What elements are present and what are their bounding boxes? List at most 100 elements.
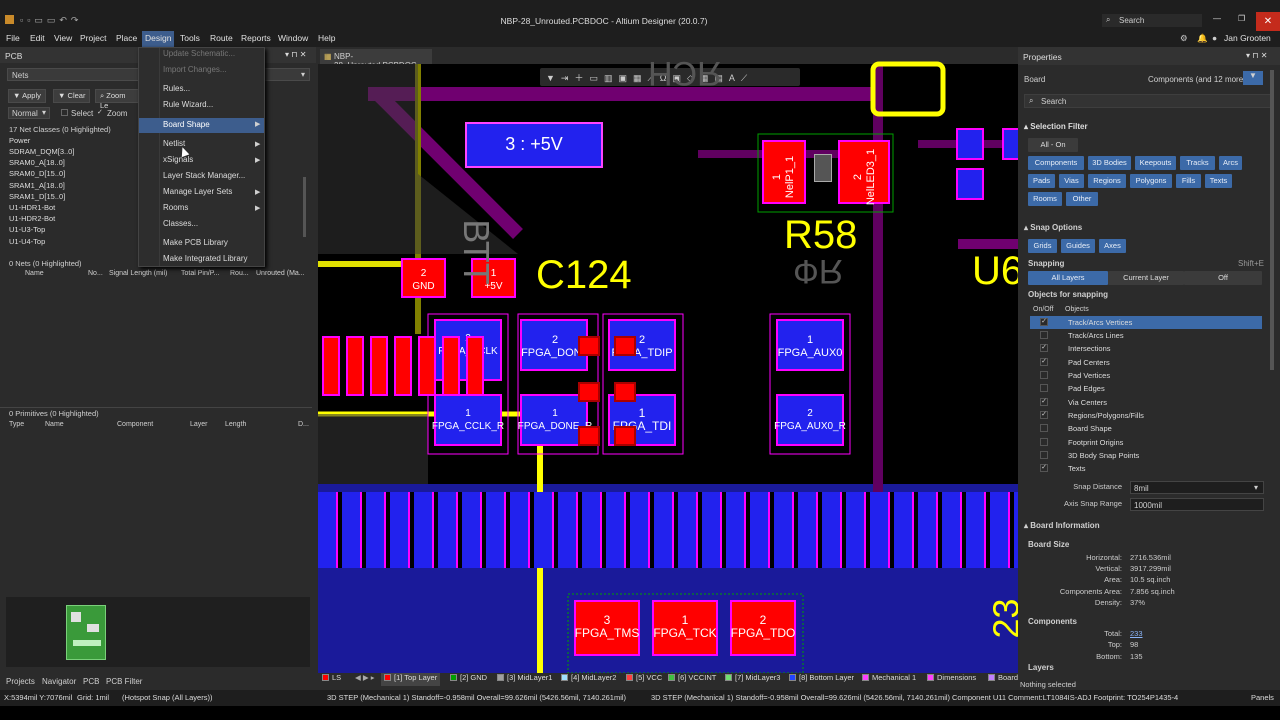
smd-pad[interactable] bbox=[578, 426, 600, 446]
menu-tools[interactable]: Tools bbox=[180, 33, 200, 43]
smd-pad[interactable] bbox=[614, 336, 636, 356]
col-layer[interactable]: Layer bbox=[190, 421, 208, 428]
col-total-pin[interactable]: Total Pin/P... bbox=[181, 270, 220, 277]
snap-row[interactable]: Pad Edges bbox=[1030, 382, 1262, 395]
selection-filter-section[interactable]: ▴ Selection Filter bbox=[1024, 122, 1088, 131]
smd-pad[interactable] bbox=[394, 336, 412, 396]
snap-checkbox[interactable] bbox=[1040, 451, 1048, 459]
connector-pin-row[interactable] bbox=[318, 492, 1018, 568]
list-item[interactable]: U1-HDR1-Bot bbox=[9, 203, 56, 212]
list-item[interactable]: U1-U4-Top bbox=[9, 237, 46, 246]
minimize-button[interactable]: — bbox=[1213, 14, 1221, 23]
status-grid[interactable]: Grid: 1mil bbox=[77, 693, 110, 702]
col-d[interactable]: D... bbox=[298, 421, 309, 428]
menu-view[interactable]: View bbox=[54, 33, 73, 43]
pad-fpga-tdip[interactable] bbox=[608, 319, 676, 371]
smd-pad[interactable] bbox=[466, 336, 484, 396]
global-search-input[interactable]: ⌕ Search bbox=[1102, 14, 1202, 27]
filter-arcs[interactable]: Arcs bbox=[1219, 156, 1242, 170]
tab-pcb-filter[interactable]: PCB Filter bbox=[106, 677, 143, 686]
smd-pad[interactable] bbox=[322, 336, 340, 396]
menu-route[interactable]: Route bbox=[210, 33, 233, 43]
menu-update-schematic[interactable]: Update Schematic... bbox=[163, 49, 236, 58]
panels-button[interactable]: Panels bbox=[1251, 693, 1274, 702]
filter-polygons[interactable]: Polygons bbox=[1130, 174, 1172, 188]
close-button[interactable]: ✕ bbox=[1256, 12, 1280, 31]
menu-manage-layer-sets[interactable]: Manage Layer Sets bbox=[163, 187, 233, 196]
pad-nelled3[interactable] bbox=[838, 140, 890, 204]
pad-fpga-aux0[interactable] bbox=[776, 319, 844, 371]
snap-checkbox[interactable]: ✓ bbox=[1040, 464, 1048, 472]
menu-file[interactable]: File bbox=[6, 33, 20, 43]
pad-5v-small[interactable] bbox=[471, 258, 516, 298]
snap-checkbox[interactable]: ✓ bbox=[1040, 411, 1048, 419]
list-item[interactable]: SRAM1_A[18..0] bbox=[9, 181, 65, 190]
pad-gnd[interactable] bbox=[401, 258, 446, 298]
menu-make-integrated-library[interactable]: Make Integrated Library bbox=[163, 254, 248, 263]
snap-checkbox[interactable] bbox=[1040, 331, 1048, 339]
menu-rooms[interactable]: Rooms bbox=[163, 203, 189, 212]
filter-fills[interactable]: Fills bbox=[1176, 174, 1201, 188]
menu-project[interactable]: Project bbox=[80, 33, 107, 43]
layer-tab-bottom[interactable]: [8] Bottom Layer bbox=[789, 673, 854, 686]
filter-texts[interactable]: Texts bbox=[1205, 174, 1232, 188]
list-item[interactable]: U1-U3-Top bbox=[9, 225, 46, 234]
list-item[interactable]: SRAM0_D[15..0] bbox=[9, 169, 66, 178]
list-item[interactable]: U1-HDR2-Bot bbox=[9, 214, 56, 223]
layer-tab-gnd[interactable]: [2] GND bbox=[450, 673, 487, 686]
pad-fpga-aux0-r[interactable] bbox=[776, 394, 844, 446]
snap-row[interactable]: Board Shape bbox=[1030, 422, 1262, 435]
menu-help[interactable]: Help bbox=[318, 33, 336, 43]
snap-row[interactable]: 3D Body Snap Points bbox=[1030, 449, 1262, 462]
snap-checkbox[interactable] bbox=[1040, 424, 1048, 432]
menu-reports[interactable]: Reports bbox=[241, 33, 271, 43]
select-checkbox[interactable] bbox=[61, 109, 68, 116]
snap-checkbox[interactable] bbox=[1040, 384, 1048, 392]
layer-tab-midlayer1[interactable]: [3] MidLayer1 bbox=[497, 673, 552, 686]
pad-fpga-tck[interactable] bbox=[652, 600, 718, 656]
axis-snap-input[interactable]: 1000mil bbox=[1130, 498, 1264, 511]
bell-icon[interactable]: 🔔 bbox=[1197, 33, 1208, 43]
filter-tracks[interactable]: Tracks bbox=[1180, 156, 1215, 170]
snap-guides-button[interactable]: Guides bbox=[1061, 239, 1095, 253]
col-component[interactable]: Component bbox=[117, 421, 154, 428]
tab-navigator[interactable]: Navigator bbox=[42, 677, 77, 686]
tab-projects[interactable]: Projects bbox=[6, 677, 35, 686]
menu-board-shape[interactable]: Board Shape bbox=[163, 120, 210, 129]
filter-components[interactable]: Components bbox=[1028, 156, 1084, 170]
layer-tab-mechanical1[interactable]: Mechanical 1 bbox=[862, 673, 916, 686]
list-item[interactable]: SRAM0_A[18..0] bbox=[9, 158, 65, 167]
layer-tab-midlayer3[interactable]: [7] MidLayer3 bbox=[725, 673, 780, 686]
zoom-checkbox[interactable]: ✓ bbox=[97, 109, 103, 116]
pad-fpga-done-r[interactable] bbox=[520, 394, 588, 446]
snap-checkbox[interactable]: ✓ bbox=[1040, 318, 1048, 326]
layer-tab-dimensions[interactable]: Dimensions bbox=[927, 673, 976, 686]
snap-options-section[interactable]: ▴ Snap Options bbox=[1024, 223, 1083, 232]
filter-3d-bodies[interactable]: 3D Bodies bbox=[1088, 156, 1131, 170]
menu-design[interactable]: Design bbox=[142, 31, 175, 47]
snap-row[interactable]: ✓Intersections bbox=[1030, 342, 1262, 355]
col-name[interactable]: Name bbox=[25, 270, 44, 277]
menu-place[interactable]: Place bbox=[116, 33, 138, 43]
snap-axes-button[interactable]: Axes bbox=[1099, 239, 1126, 253]
gear-icon[interactable]: ⚙ bbox=[1180, 33, 1188, 43]
menu-import-changes[interactable]: Import Changes... bbox=[163, 65, 227, 74]
maximize-button[interactable]: ❐ bbox=[1238, 14, 1246, 23]
pad-fpga-tms[interactable] bbox=[574, 600, 640, 656]
pad-5v[interactable] bbox=[465, 122, 603, 168]
col-unrouted[interactable]: Unrouted (Ma... bbox=[256, 270, 305, 277]
pad[interactable] bbox=[956, 168, 984, 200]
col-type[interactable]: Type bbox=[9, 421, 25, 428]
menu-layer-stack-manager[interactable]: Layer Stack Manager... bbox=[163, 171, 246, 180]
layer-tab-top[interactable]: [1] Top Layer bbox=[381, 673, 441, 686]
scrollbar[interactable] bbox=[303, 177, 306, 237]
snap-row[interactable]: Pad Vertices bbox=[1030, 369, 1262, 382]
board-thumbnail[interactable] bbox=[6, 597, 310, 667]
snap-row[interactable]: ✓Track/Arcs Vertices bbox=[1030, 316, 1262, 329]
col-routed[interactable]: Rou... bbox=[230, 270, 249, 277]
col-length[interactable]: Length bbox=[225, 421, 247, 428]
snap-row[interactable]: ✓Via Centers bbox=[1030, 396, 1262, 409]
apply-button[interactable]: ▼ Apply bbox=[8, 89, 46, 103]
snap-off[interactable]: Off bbox=[1184, 271, 1262, 285]
